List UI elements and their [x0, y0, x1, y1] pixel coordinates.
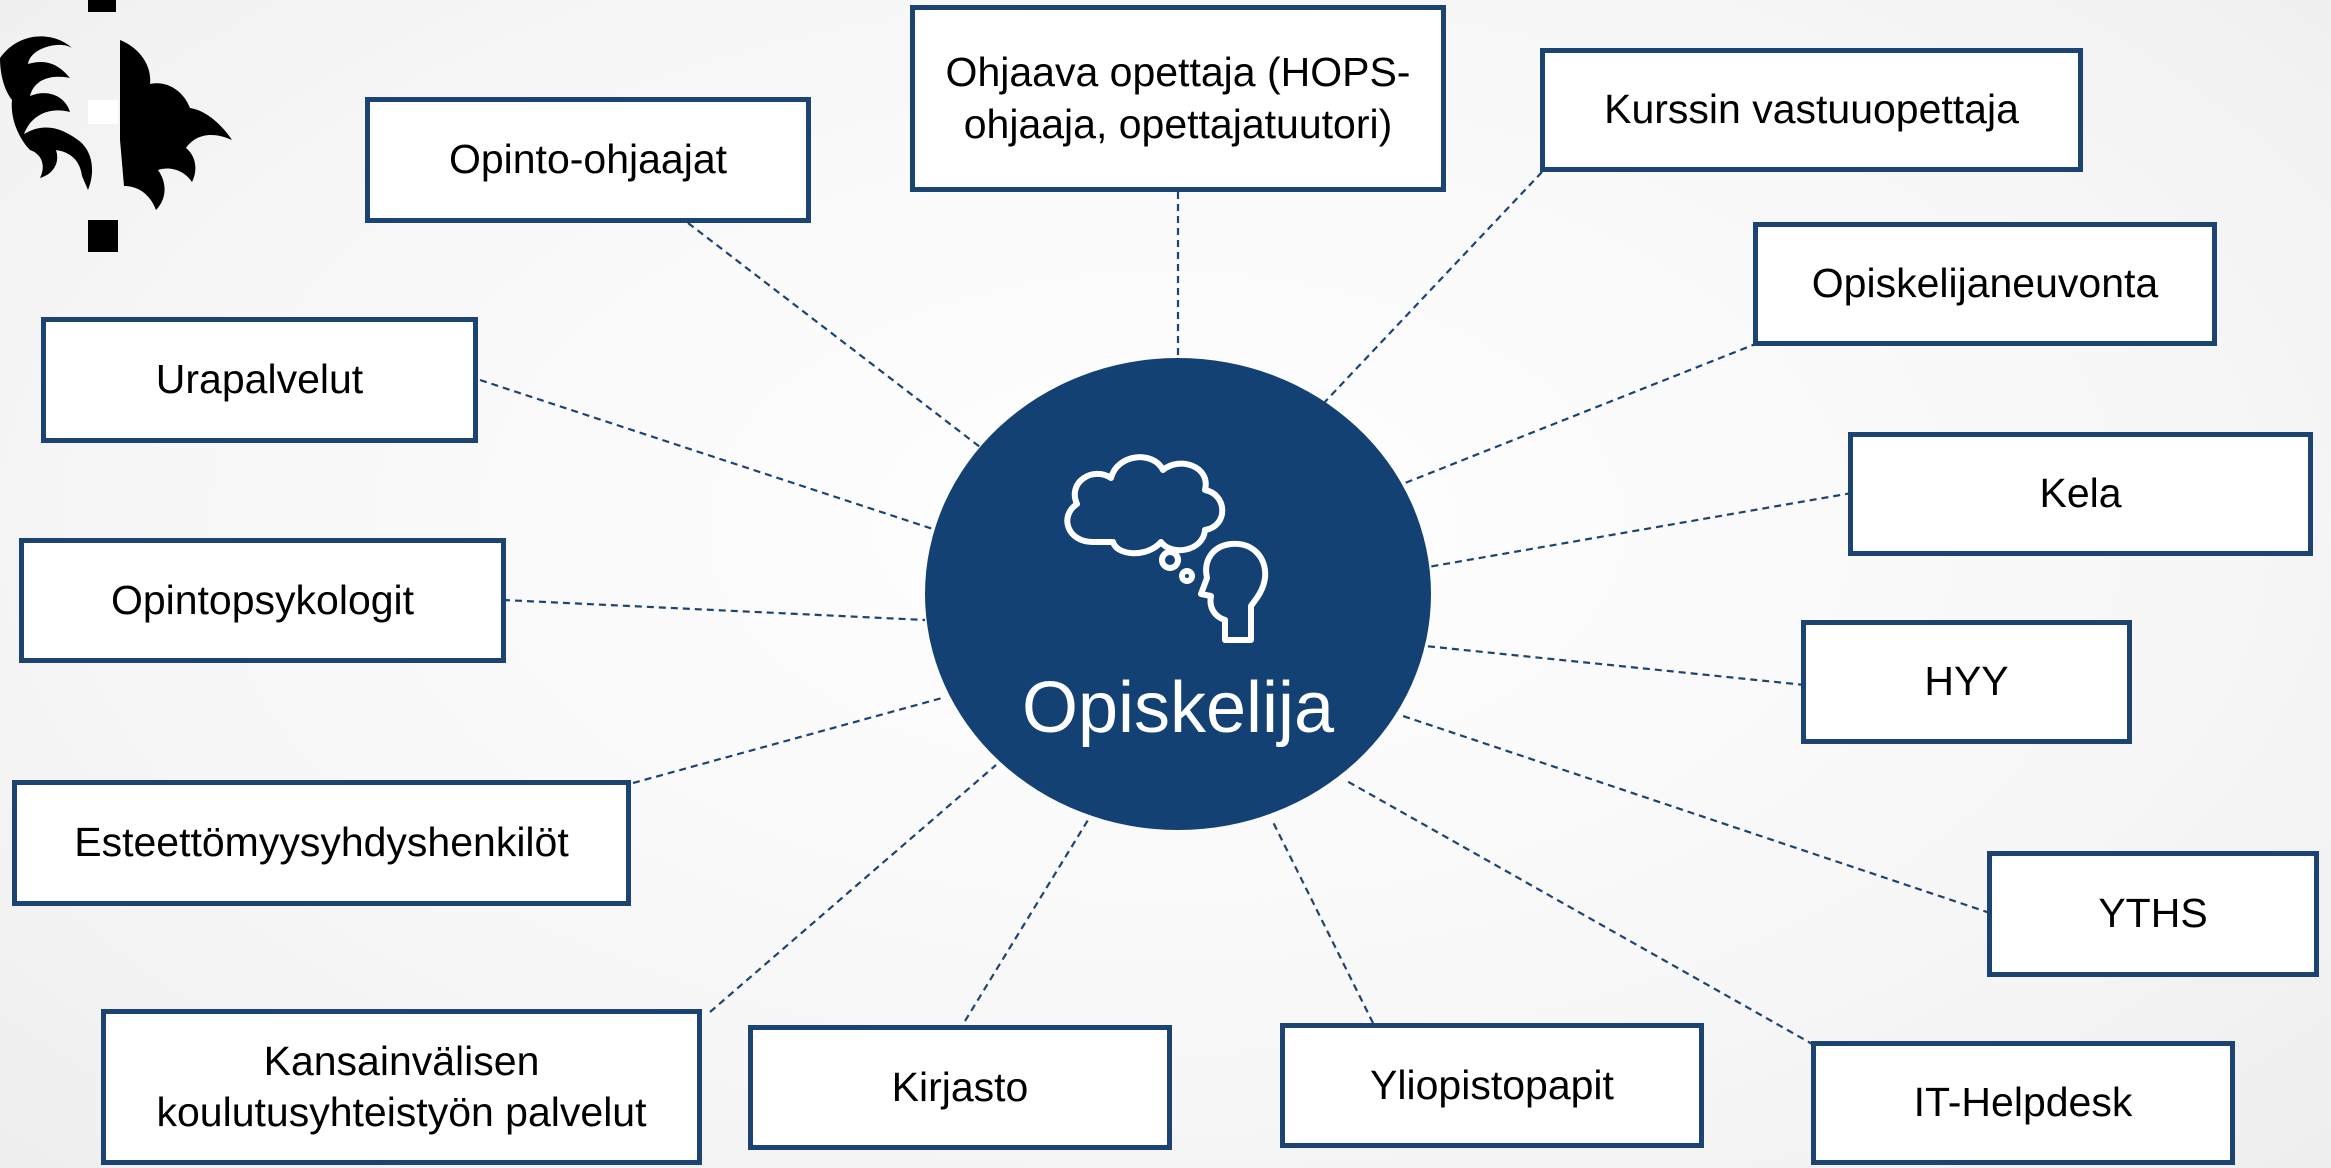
node-kirjasto[interactable]: Kirjasto [748, 1025, 1172, 1150]
connector-opiskelijaneuvonta [1399, 341, 1759, 487]
node-label: YTHS [2098, 890, 2208, 937]
node-esteettomyys[interactable]: Esteettömyysyhdyshenkilöt [12, 780, 631, 906]
connector-yliopistopapit [1271, 819, 1374, 1024]
node-label-line2: ohjaaja, opettajatuutori) [963, 100, 1393, 147]
node-opinto-ohjaajat[interactable]: Opinto-ohjaajat [365, 97, 811, 223]
connector-urapalvelut [479, 378, 937, 532]
node-label: IT-Helpdesk [1913, 1079, 2133, 1126]
connector-opinto-ohjaajat [687, 222, 981, 448]
node-opiskelijaneuvonta[interactable]: Opiskelijaneuvonta [1753, 222, 2217, 346]
connector-esteettomyys [632, 696, 943, 785]
node-kansainvalisen[interactable]: Kansainvälisen koulutusyhteistyön palvel… [101, 1009, 702, 1165]
connector-kirjasto [964, 819, 1089, 1022]
node-label: Kurssin vastuuopettaja [1604, 86, 2019, 133]
node-opintopsykologit[interactable]: Opintopsykologit [19, 538, 506, 663]
node-label: Urapalvelut [155, 356, 364, 403]
node-label: Kela [2039, 470, 2122, 517]
node-label-line1: Ohjaava opettaja (HOPS- [945, 49, 1411, 96]
node-yths[interactable]: YTHS [1987, 851, 2319, 977]
connector-it-helpdesk [1344, 779, 1815, 1046]
node-label: Opinto-ohjaajat [448, 136, 728, 183]
connector-kurssin-vastuuopettaja [1321, 171, 1543, 406]
node-label: Opiskelijaneuvonta [1811, 260, 2159, 307]
connector-hyy [1424, 644, 1806, 687]
node-kurssin-vastuuopettaja[interactable]: Kurssin vastuuopettaja [1540, 48, 2083, 172]
node-urapalvelut[interactable]: Urapalvelut [41, 317, 478, 443]
node-label-line2: koulutusyhteistyön palvelut [156, 1089, 647, 1135]
connector-opintopsykologit [502, 598, 926, 622]
node-kela[interactable]: Kela [1848, 432, 2313, 556]
node-label: Yliopistopapit [1370, 1061, 1614, 1108]
connector-yths [1399, 713, 1991, 915]
node-ohjaava-opettaja[interactable]: Ohjaava opettaja (HOPS- ohjaaja, opettaj… [910, 5, 1446, 192]
node-label: Kirjasto [891, 1063, 1029, 1110]
node-hyy[interactable]: HYY [1801, 620, 2132, 744]
node-label: HYY [1924, 658, 2009, 705]
node-label: Esteettömyysyhdyshenkilöt [74, 819, 569, 866]
center-label: Opiskelija [1021, 668, 1335, 748]
connector-kansainvalisen [709, 764, 997, 1013]
thinking-head-icon [1064, 454, 1269, 643]
node-label: Opintopsykologit [110, 576, 415, 623]
node-it-helpdesk[interactable]: IT-Helpdesk [1811, 1041, 2235, 1165]
center-circle [925, 358, 1431, 830]
node-label-line1: Kansainvälisen [263, 1037, 540, 1084]
connector-kela [1427, 491, 1853, 569]
node-yliopistopapit[interactable]: Yliopistopapit [1280, 1023, 1704, 1148]
university-flame-logo-icon [0, 0, 232, 252]
